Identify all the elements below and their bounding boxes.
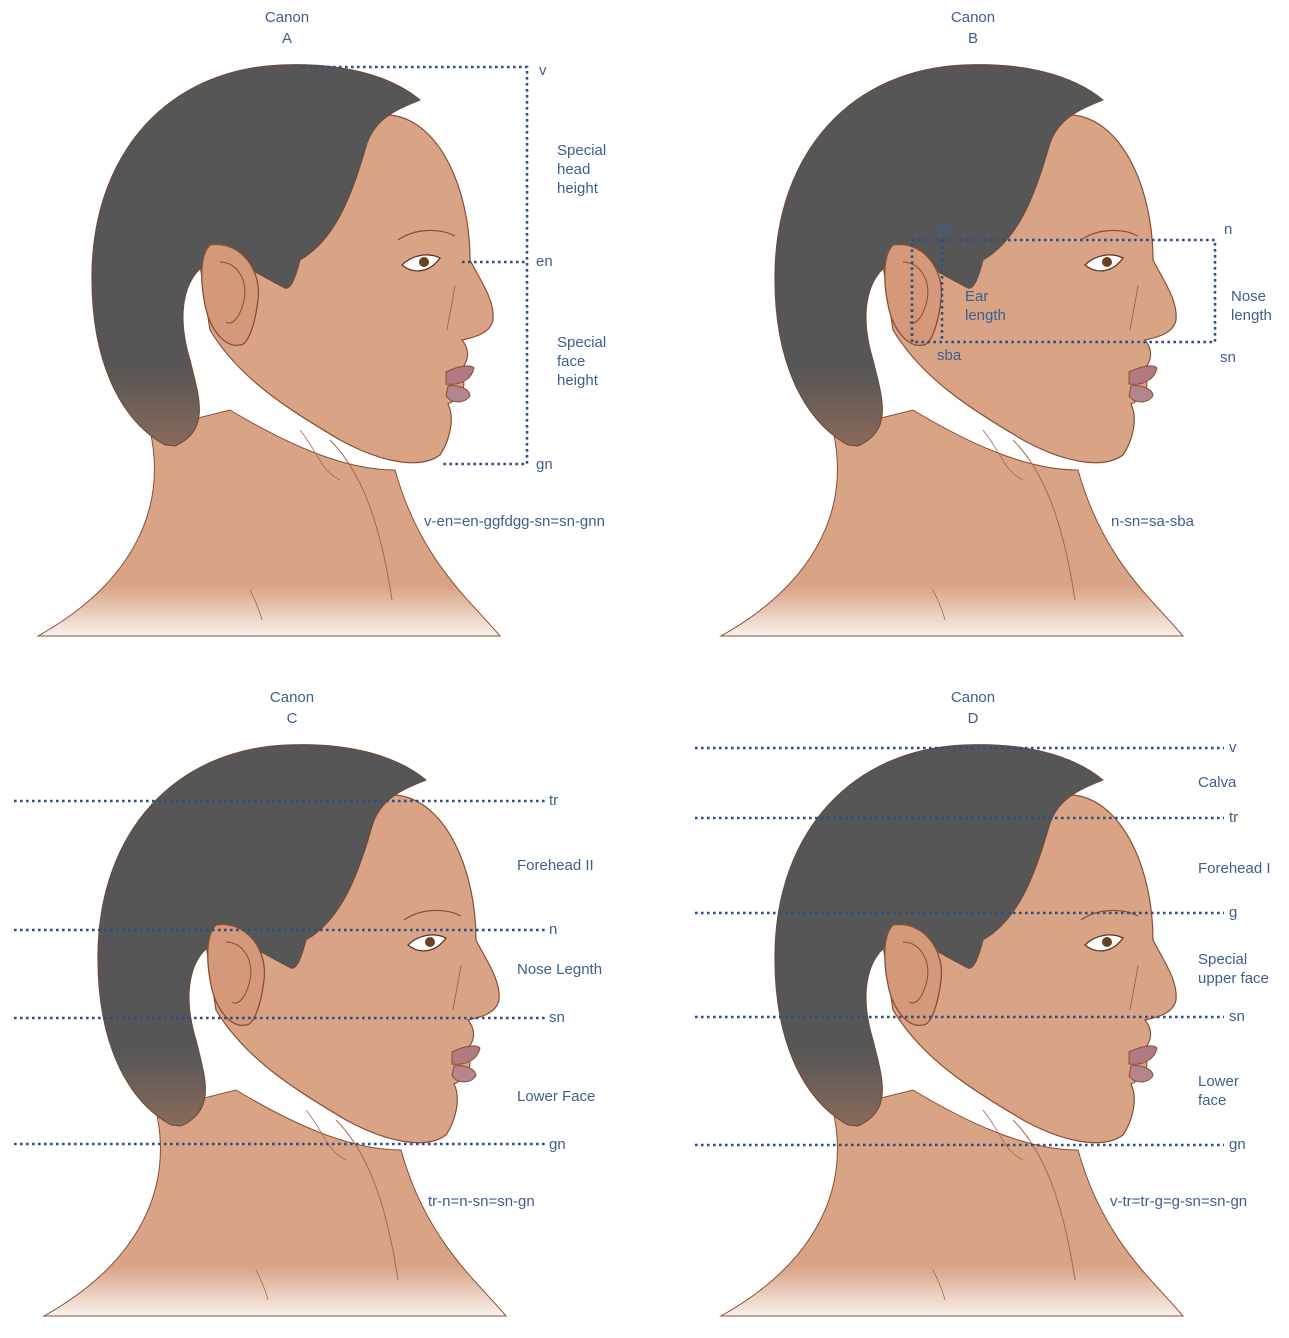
measure-lower-face: Lower Face — [517, 1087, 595, 1106]
measure-lower-face: Lower face — [1198, 1072, 1258, 1110]
measure-forehead-i: Forehead I — [1198, 859, 1271, 878]
mark-sn: sn — [1229, 1007, 1245, 1026]
mark-gn: gn — [536, 455, 553, 474]
mark-en: en — [536, 252, 553, 271]
mark-gn: gn — [1229, 1135, 1246, 1154]
measure-special-upper-face: Special upper face — [1198, 950, 1286, 988]
head-illustration — [0, 0, 644, 658]
mark-sba: sba — [937, 346, 961, 365]
measure-forehead-ii: Forehead II — [517, 856, 594, 875]
mark-v: v — [539, 61, 547, 80]
measure-nose-length: Nose length — [1231, 287, 1289, 325]
mark-tr: tr — [1229, 808, 1238, 827]
mark-gn: gn — [549, 1135, 566, 1154]
measure-ear-length: Ear length — [965, 287, 1025, 325]
mark-sa: sa — [937, 218, 953, 237]
measure-special-head-height: Special head height — [557, 141, 627, 198]
mark-sn: sn — [1220, 348, 1236, 367]
mark-v: v — [1229, 738, 1237, 757]
mark-sn: sn — [549, 1008, 565, 1027]
formula: n-sn=sa-sba — [1111, 513, 1194, 530]
formula: v-en=en-ggfdgg-sn=sn-gnn — [424, 513, 605, 530]
head-illustration — [0, 680, 644, 1317]
mark-n: n — [549, 920, 557, 939]
mark-n: n — [1224, 220, 1232, 239]
mark-tr: tr — [549, 791, 558, 810]
measure-calva: Calva — [1198, 773, 1236, 792]
head-illustration — [683, 0, 1289, 658]
measure-nose-length: Nose Legnth — [517, 960, 602, 979]
mark-g: g — [1229, 903, 1237, 922]
measure-special-face-height: Special face height — [557, 333, 627, 390]
formula: v-tr=tr-g=g-sn=sn-gn — [1110, 1193, 1247, 1210]
formula: tr-n=n-sn=sn-gn — [428, 1193, 535, 1210]
